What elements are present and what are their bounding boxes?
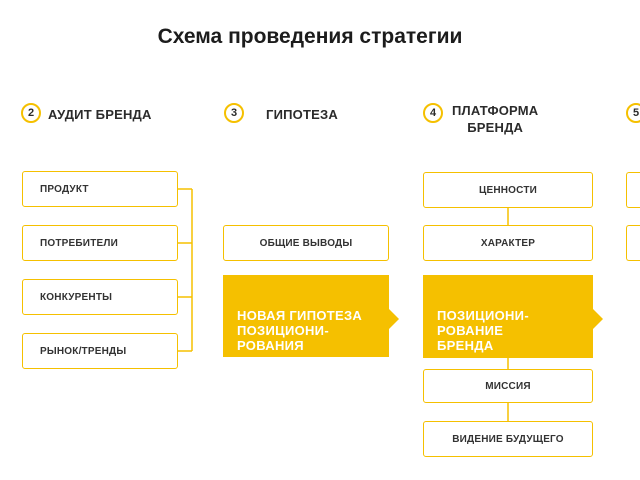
platform-item-character: ХАРАКТЕР <box>423 225 593 261</box>
hypothesis-highlight-text: НОВАЯ ГИПОТЕЗА ПОЗИЦИОНИ- РОВАНИЯ <box>237 308 363 353</box>
step-5-box-2 <box>626 225 640 261</box>
step-3-number-icon: 3 <box>224 103 244 123</box>
platform-item-mission: МИССИЯ <box>423 369 593 403</box>
platform-highlight-box: ПОЗИЦИОНИ- РОВАНИЕ БРЕНДА <box>423 275 603 358</box>
step-4-number-icon: 4 <box>423 103 443 123</box>
audit-item-consumers: ПОТРЕБИТЕЛИ <box>22 225 178 261</box>
arrow-right-icon <box>593 309 603 329</box>
audit-item-product: ПРОДУКТ <box>22 171 178 207</box>
step-2-number-icon: 2 <box>21 103 41 123</box>
audit-item-competitors: КОНКУРЕНТЫ <box>22 279 178 315</box>
platform-item-values: ЦЕННОСТИ <box>423 172 593 208</box>
platform-highlight-text: ПОЗИЦИОНИ- РОВАНИЕ БРЕНДА <box>437 308 529 353</box>
step-4-title: ПЛАТФОРМА БРЕНДА <box>452 103 539 135</box>
arrow-right-icon <box>389 309 399 329</box>
step-5-box-1 <box>626 172 640 208</box>
hypothesis-summary-box: ОБЩИЕ ВЫВОДЫ <box>223 225 389 261</box>
step-5-number-icon: 5 <box>626 103 640 123</box>
audit-item-market-trends: РЫНОК/ТРЕНДЫ <box>22 333 178 369</box>
step-3-title: ГИПОТЕЗА <box>266 107 338 122</box>
step-2-title: АУДИТ БРЕНДА <box>48 107 152 122</box>
page-title: Схема проведения стратегии <box>157 25 463 48</box>
platform-item-vision: ВИДЕНИЕ БУДУЩЕГО <box>423 421 593 457</box>
hypothesis-highlight-box: НОВАЯ ГИПОТЕЗА ПОЗИЦИОНИ- РОВАНИЯ <box>223 275 399 357</box>
